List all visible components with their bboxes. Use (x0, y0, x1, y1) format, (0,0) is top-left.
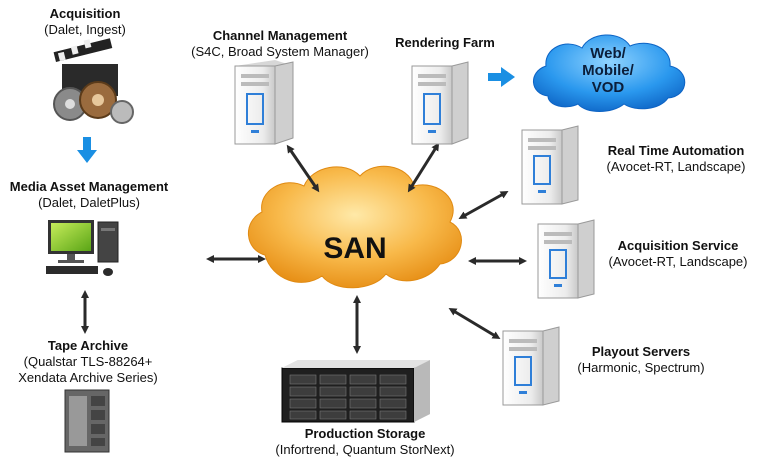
mam-title: Media Asset Management (9, 179, 169, 194)
rta-sub: (Avocet-RT, Landscape) (606, 159, 746, 174)
playout-title: Playout Servers (591, 344, 691, 359)
tape-label: Tape Archive (Qualstar TLS-88264+ Xendat… (0, 338, 176, 386)
server-rta (521, 125, 579, 205)
tape-archive-icon (64, 389, 110, 453)
storage-sub: (Infortrend, Quantum StorNext) (275, 442, 455, 457)
rendering-label: Rendering Farm (380, 35, 510, 51)
arrow-rendering-san (407, 142, 440, 193)
film-reel-icon (53, 38, 134, 124)
arrow-rta-san (458, 191, 509, 219)
acqsvc-sub: (Avocet-RT, Landscape) (608, 254, 748, 269)
rta-label: Real Time Automation (Avocet-RT, Landsca… (592, 143, 760, 175)
mam-label: Media Asset Management (Dalet, DaletPlus… (0, 179, 178, 211)
tape-sub2: Xendata Archive Series) (18, 370, 158, 385)
acquisition-sub: (Dalet, Ingest) (44, 22, 126, 37)
tape-sub1: (Qualstar TLS-88264+ (23, 354, 153, 369)
storage-label: Production Storage (Infortrend, Quantum … (250, 426, 480, 458)
rendering-title: Rendering Farm (395, 35, 495, 50)
acquisition-label: Acquisition (Dalet, Ingest) (10, 6, 160, 38)
acqsvc-title: Acquisition Service (617, 238, 739, 253)
storage-array-icon (281, 360, 430, 423)
arrow-rendering-to-web (488, 67, 515, 87)
channel-title: Channel Management (212, 28, 348, 43)
playout-label: Playout Servers (Harmonic, Spectrum) (566, 344, 716, 376)
tape-title: Tape Archive (47, 338, 129, 353)
playout-sub: (Harmonic, Spectrum) (577, 360, 705, 375)
computer-icon (46, 220, 119, 276)
arrow-acquisition-to-mam (77, 137, 97, 163)
web-cloud (533, 34, 686, 112)
web-cloud-line3: VOD (592, 79, 625, 96)
channel-sub: (S4C, Broad System Manager) (191, 44, 369, 59)
server-rendering (411, 61, 469, 145)
server-acqsvc (537, 219, 595, 299)
mam-sub: (Dalet, DaletPlus) (38, 195, 140, 210)
web-cloud-line2: Mobile/ (582, 62, 634, 79)
rta-title: Real Time Automation (607, 143, 745, 158)
channel-label: Channel Management (S4C, Broad System Ma… (170, 28, 390, 60)
arrow-channel-san (286, 144, 320, 193)
arrow-playout-san (448, 307, 501, 340)
san-label: SAN (323, 232, 386, 265)
san-cloud (247, 165, 462, 289)
server-playout (502, 326, 560, 406)
web-cloud-line1: Web/ (590, 45, 626, 62)
server-channel (234, 60, 294, 145)
acqsvc-label: Acquisition Service (Avocet-RT, Landscap… (596, 238, 760, 270)
acquisition-title: Acquisition (49, 6, 121, 21)
storage-title: Production Storage (304, 426, 426, 441)
